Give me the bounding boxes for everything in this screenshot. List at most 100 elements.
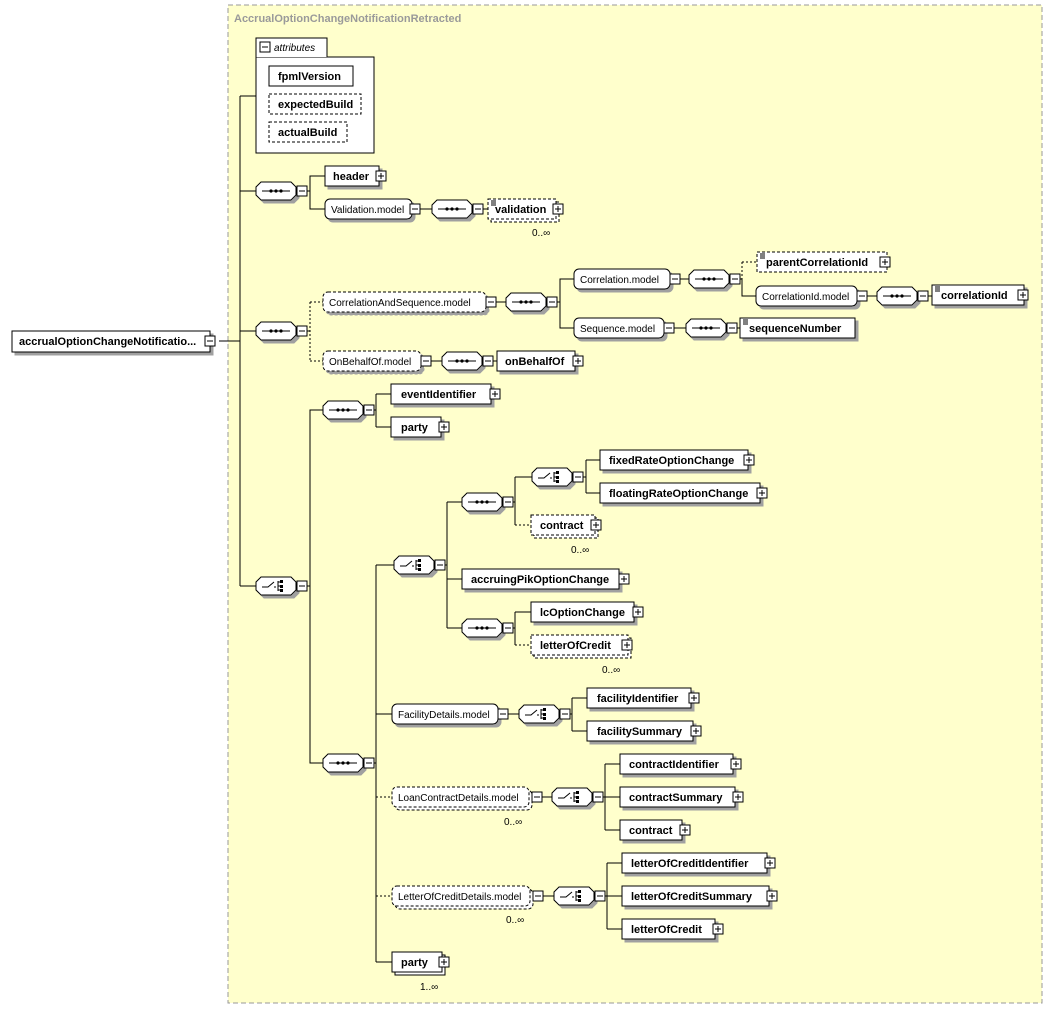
expand-icon[interactable] bbox=[766, 890, 778, 902]
expand-icon[interactable] bbox=[375, 170, 387, 182]
element-name: eventIdentifier bbox=[401, 389, 477, 401]
group-name: OnBehalfOf.model bbox=[329, 357, 411, 368]
expand-icon[interactable] bbox=[438, 956, 450, 968]
expand-icon[interactable] bbox=[1017, 289, 1029, 301]
sequence-compositor[interactable] bbox=[876, 286, 929, 306]
expand-icon[interactable] bbox=[572, 355, 584, 367]
element-contract-2[interactable]: contract bbox=[619, 819, 691, 841]
root-element[interactable]: accrualOptionChangeNotificatio... bbox=[11, 330, 216, 353]
choice-compositor[interactable] bbox=[551, 787, 604, 807]
element-lc-option-change[interactable]: lcOptionChange bbox=[530, 601, 644, 623]
collapse-icon[interactable] bbox=[420, 355, 432, 367]
element-party[interactable]: party bbox=[390, 416, 450, 438]
expand-icon[interactable] bbox=[730, 758, 742, 770]
element-name: sequenceNumber bbox=[749, 323, 842, 335]
choice-compositor[interactable] bbox=[255, 576, 308, 596]
group-correlation-model[interactable]: Correlation.model bbox=[573, 268, 681, 290]
element-letter-of-credit[interactable]: letterOfCredit 0..∞ bbox=[530, 634, 633, 676]
element-name: party bbox=[401, 957, 429, 969]
collapse-icon[interactable] bbox=[259, 41, 271, 53]
expand-icon[interactable] bbox=[590, 519, 602, 531]
sequence-compositor[interactable] bbox=[461, 492, 514, 512]
group-validation-model[interactable]: Validation.model bbox=[324, 198, 421, 220]
collapse-icon[interactable] bbox=[497, 708, 509, 720]
collapse-icon[interactable] bbox=[204, 335, 216, 347]
group-name: Validation.model bbox=[331, 205, 404, 216]
expand-icon[interactable] bbox=[743, 454, 755, 466]
choice-compositor[interactable] bbox=[553, 886, 606, 906]
sequence-compositor[interactable] bbox=[461, 618, 514, 638]
expand-icon[interactable] bbox=[732, 791, 744, 803]
expand-icon[interactable] bbox=[552, 203, 564, 215]
element-letter-of-credit-identifier[interactable]: letterOfCreditIdentifier bbox=[621, 852, 776, 874]
element-contract-identifier[interactable]: contractIdentifier bbox=[619, 753, 742, 775]
expand-icon[interactable] bbox=[489, 388, 501, 400]
element-facility-identifier[interactable]: facilityIdentifier bbox=[586, 687, 700, 709]
expand-icon[interactable] bbox=[618, 573, 630, 585]
expand-icon[interactable] bbox=[688, 692, 700, 704]
element-name: party bbox=[401, 422, 429, 434]
element-event-identifier[interactable]: eventIdentifier bbox=[390, 383, 501, 405]
expand-icon[interactable] bbox=[679, 824, 691, 836]
element-floating-rate-option-change[interactable]: floatingRateOptionChange bbox=[599, 482, 768, 504]
element-fixed-rate-option-change[interactable]: fixedRateOptionChange bbox=[599, 449, 755, 471]
attribute-actualbuild[interactable]: actualBuild bbox=[268, 121, 348, 143]
element-parent-correlation-id[interactable]: parentCorrelationId bbox=[756, 251, 891, 273]
expand-icon[interactable] bbox=[756, 487, 768, 499]
element-facility-summary[interactable]: facilitySummary bbox=[586, 720, 702, 742]
element-party-2[interactable]: party 1..∞ bbox=[391, 951, 450, 993]
collapse-icon[interactable] bbox=[409, 203, 421, 215]
collapse-icon[interactable] bbox=[532, 890, 544, 902]
group-facility-details-model[interactable]: FacilityDetails.model bbox=[391, 703, 509, 725]
expand-icon[interactable] bbox=[632, 606, 644, 618]
expand-icon[interactable] bbox=[621, 639, 633, 651]
collapse-icon[interactable] bbox=[856, 290, 868, 302]
expand-icon[interactable] bbox=[712, 923, 724, 935]
group-name: LoanContractDetails.model bbox=[398, 793, 519, 804]
element-validation[interactable]: validation 0..∞ bbox=[487, 198, 564, 239]
sequence-compositor[interactable] bbox=[255, 181, 308, 201]
element-name: letterOfCreditSummary bbox=[631, 891, 753, 903]
collapse-icon[interactable] bbox=[669, 273, 681, 285]
collapse-icon[interactable] bbox=[663, 322, 675, 334]
choice-compositor[interactable] bbox=[518, 704, 571, 724]
element-letter-of-credit-2[interactable]: letterOfCredit bbox=[621, 918, 724, 940]
group-on-behalf-of-model[interactable]: OnBehalfOf.model bbox=[322, 350, 432, 372]
element-sequence-number[interactable]: sequenceNumber bbox=[739, 317, 856, 339]
expand-icon[interactable] bbox=[438, 421, 450, 433]
sequence-compositor[interactable] bbox=[685, 318, 738, 338]
choice-compositor[interactable] bbox=[393, 555, 446, 575]
sequence-compositor[interactable] bbox=[322, 753, 375, 773]
sequence-compositor[interactable] bbox=[255, 321, 308, 341]
group-sequence-model[interactable]: Sequence.model bbox=[573, 317, 675, 339]
group-letter-of-credit-details-model[interactable]: LetterOfCreditDetails.model 0..∞ bbox=[391, 885, 544, 926]
group-name: CorrelationId.model bbox=[762, 292, 849, 303]
sequence-compositor[interactable] bbox=[688, 269, 741, 289]
group-correlation-id-model[interactable]: CorrelationId.model bbox=[755, 285, 868, 307]
collapse-icon[interactable] bbox=[531, 791, 543, 803]
element-contract[interactable]: contract 0..∞ bbox=[530, 514, 602, 556]
sequence-compositor[interactable] bbox=[322, 400, 375, 420]
sequence-compositor[interactable] bbox=[505, 292, 558, 312]
choice-compositor[interactable] bbox=[531, 467, 584, 487]
group-correlation-and-sequence-model[interactable]: CorrelationAndSequence.model bbox=[322, 291, 497, 313]
element-header[interactable]: header bbox=[324, 165, 387, 187]
element-correlation-id[interactable]: correlationId bbox=[931, 284, 1029, 306]
expand-icon[interactable] bbox=[764, 857, 776, 869]
expand-icon[interactable] bbox=[879, 256, 891, 268]
occurrence-label: 0..∞ bbox=[504, 817, 522, 828]
element-name: letterOfCredit bbox=[540, 640, 611, 652]
root-element-name: accrualOptionChangeNotificatio... bbox=[19, 336, 196, 348]
attribute-expectedbuild[interactable]: expectedBuild bbox=[268, 93, 362, 115]
element-accruing-pik-option-change[interactable]: accruingPikOptionChange bbox=[461, 568, 630, 590]
attribute-name: fpmlVersion bbox=[278, 71, 341, 83]
attribute-fpmlversion[interactable]: fpmlVersion bbox=[268, 65, 354, 87]
sequence-compositor[interactable] bbox=[431, 199, 484, 219]
element-on-behalf-of[interactable]: onBehalfOf bbox=[496, 350, 584, 372]
group-loan-contract-details-model[interactable]: LoanContractDetails.model 0..∞ bbox=[391, 786, 543, 828]
expand-icon[interactable] bbox=[690, 725, 702, 737]
collapse-icon[interactable] bbox=[485, 296, 497, 308]
element-contract-summary[interactable]: contractSummary bbox=[619, 786, 744, 808]
sequence-compositor[interactable] bbox=[441, 351, 494, 371]
element-letter-of-credit-summary[interactable]: letterOfCreditSummary bbox=[621, 885, 778, 907]
